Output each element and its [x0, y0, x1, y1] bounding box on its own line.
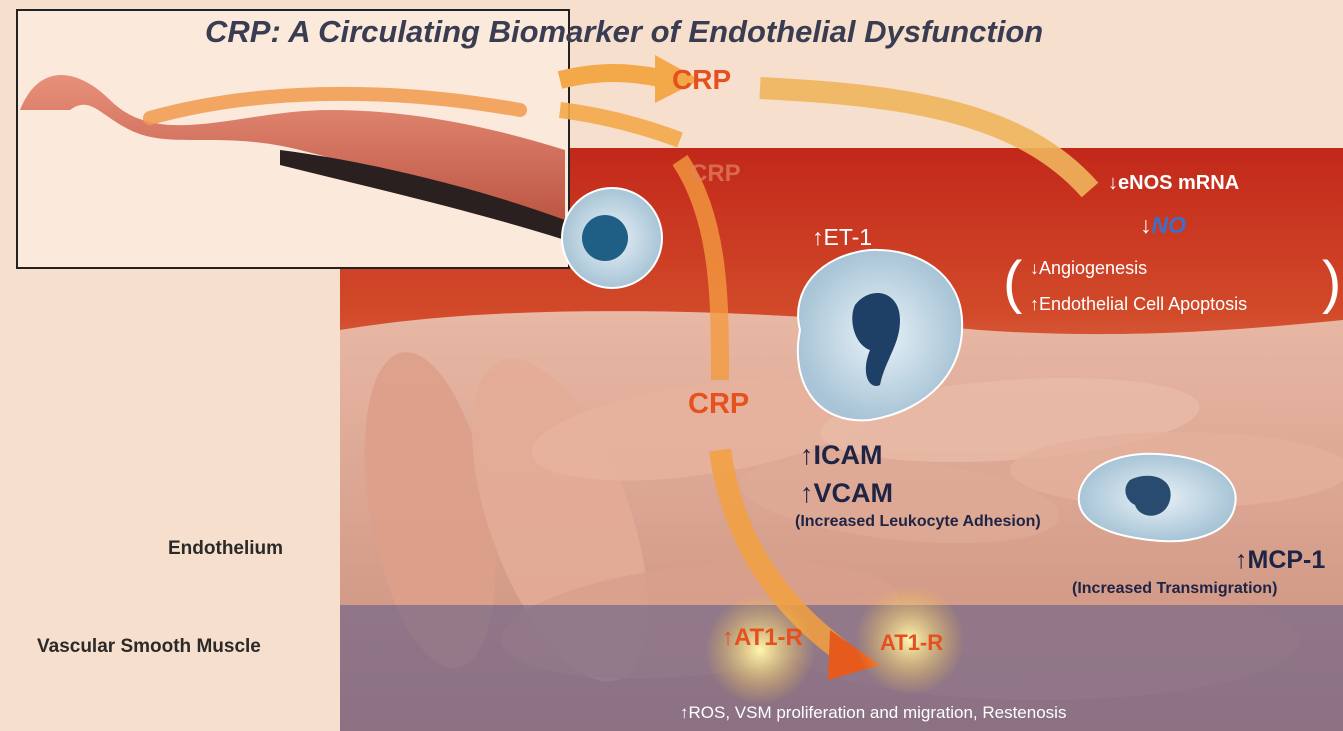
- enos-label: ↓eNOS mRNA: [1108, 172, 1239, 195]
- diagram-title: CRP: A Circulating Biomarker of Endothel…: [205, 14, 1043, 50]
- crp-label-faded: CRP: [690, 160, 741, 188]
- leukocyte-adhesion-label: (Increased Leukocyte Adhesion): [795, 513, 1041, 531]
- mcp1-label: ↑MCP-1: [1235, 546, 1325, 575]
- up-arrow-icon: ↑: [800, 440, 814, 470]
- crp-label-top: CRP: [672, 64, 731, 96]
- vcam-label: ↑VCAM: [800, 478, 893, 509]
- up-arrow-icon: ↑: [812, 224, 824, 250]
- icam-label: ↑ICAM: [800, 440, 883, 471]
- region-smooth-muscle: Vascular Smooth Muscle: [37, 636, 261, 658]
- down-arrow-icon: ↓: [1140, 212, 1152, 238]
- up-arrow-icon: ↑: [800, 478, 814, 508]
- angiogenesis-text: Angiogenesis: [1039, 258, 1147, 278]
- at1r-left-text: AT1-R: [734, 624, 803, 651]
- transmigration-label: (Increased Transmigration): [1072, 580, 1277, 598]
- icam-text: ICAM: [814, 440, 883, 470]
- no-text: NO: [1152, 212, 1187, 238]
- angiogenesis-label: ↓Angiogenesis: [1030, 258, 1147, 279]
- crp-label-lower: CRP: [688, 388, 749, 421]
- at1r-left-label: ↑AT1-R: [722, 624, 803, 652]
- bottom-effects-text: ROS, VSM proliferation and migration, Re…: [689, 703, 1067, 722]
- cell-nucleus: [582, 215, 628, 261]
- up-arrow-icon: ↑: [722, 624, 734, 651]
- apoptosis-text: Endothelial Cell Apoptosis: [1039, 294, 1247, 314]
- up-arrow-icon: ↑: [1235, 546, 1248, 574]
- vcam-text: VCAM: [814, 478, 894, 508]
- up-arrow-icon: ↑: [680, 703, 689, 722]
- no-label: ↓NO: [1140, 212, 1186, 239]
- et1-text: ET-1: [824, 224, 873, 250]
- mcp1-text: MCP-1: [1248, 546, 1326, 574]
- et1-label: ↑ET-1: [812, 224, 872, 251]
- crp-arrow-lower: [560, 110, 680, 140]
- region-endothelium: Endothelium: [168, 538, 283, 560]
- bracket-left: (: [1003, 250, 1022, 315]
- crp-arrow-upper: [560, 73, 660, 80]
- enos-text: eNOS mRNA: [1118, 172, 1239, 194]
- bottom-effects-label: ↑ROS, VSM proliferation and migration, R…: [680, 703, 1066, 723]
- apoptosis-label: ↑Endothelial Cell Apoptosis: [1030, 294, 1247, 315]
- up-arrow-icon: ↑: [1030, 294, 1039, 314]
- bracket-right: ): [1322, 250, 1341, 315]
- down-arrow-icon: ↓: [1108, 172, 1118, 194]
- down-arrow-icon: ↓: [1030, 258, 1039, 278]
- at1r-right-label: AT1-R: [880, 630, 943, 656]
